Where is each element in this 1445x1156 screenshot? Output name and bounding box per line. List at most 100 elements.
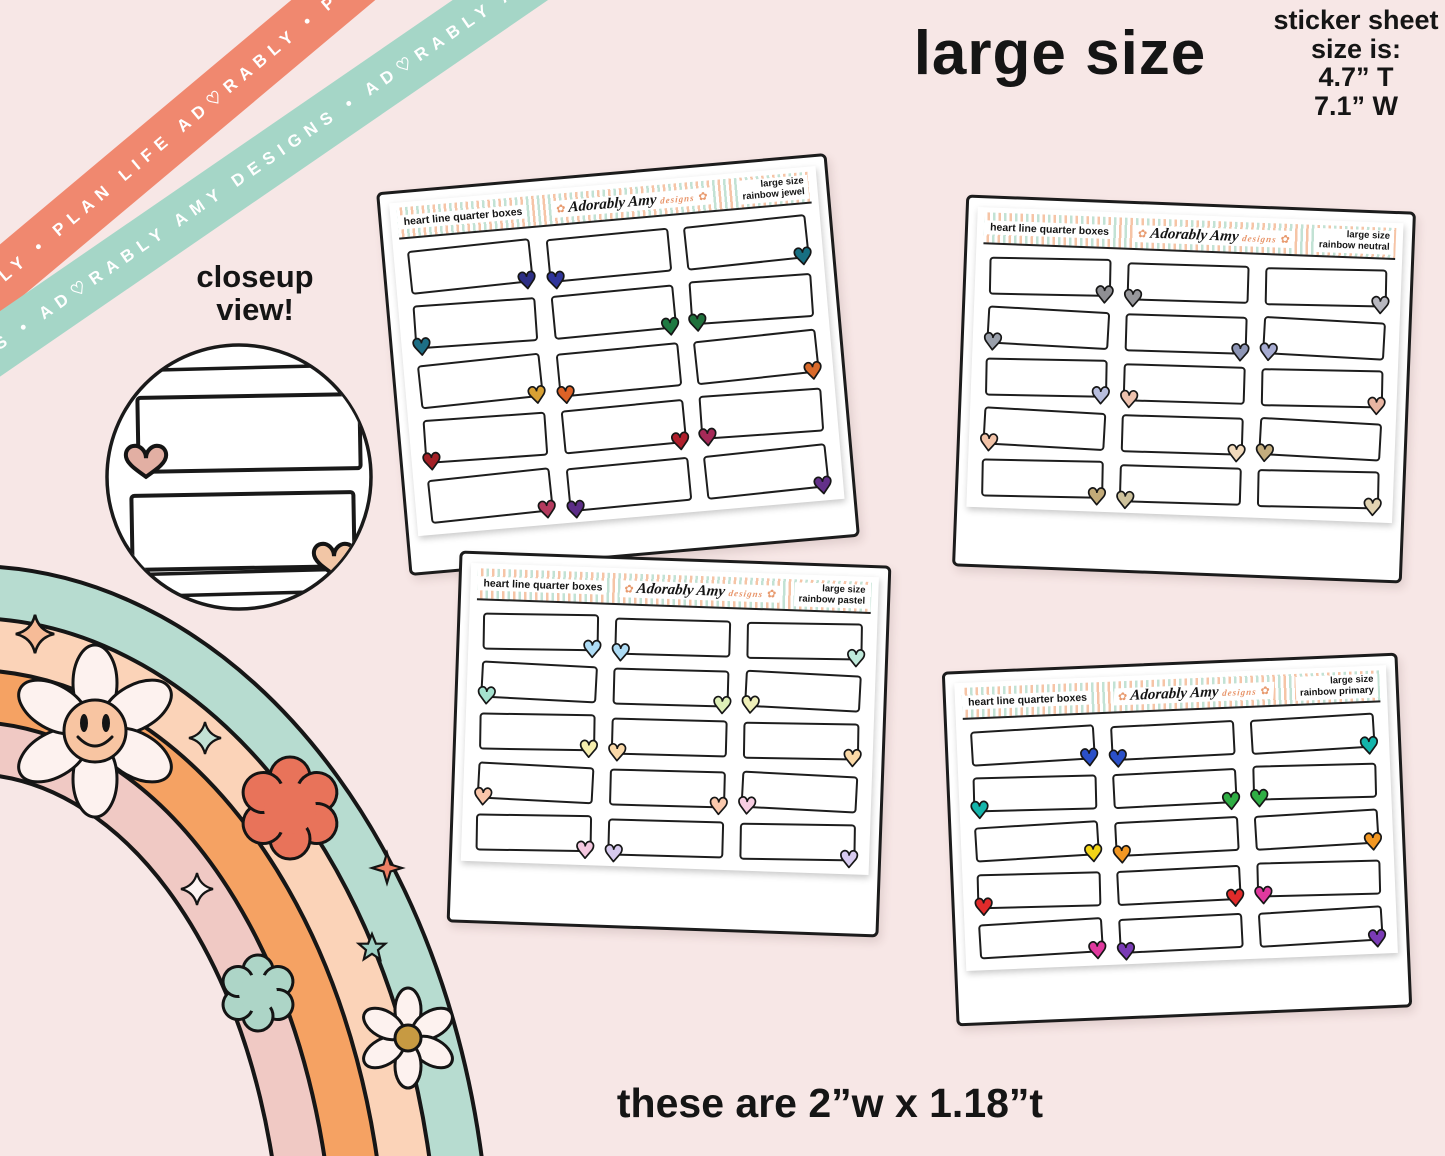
- quarter-box-sticker: ♥: [475, 813, 597, 865]
- quarter-box-sticker: ♥: [1257, 315, 1387, 367]
- quarter-box-sticker: ♥: [969, 724, 1101, 773]
- quarter-box-sticker: ♥: [1252, 859, 1382, 910]
- closeup-heart-1: [123, 443, 169, 480]
- quarter-box-sticker: ♥: [426, 466, 560, 526]
- quarter-box-sticker: ♥: [984, 357, 1112, 411]
- product-title: heart line quarter boxes: [479, 576, 607, 595]
- brand-logo: ✿ Adorably Amy designs ✿: [619, 579, 782, 603]
- heart-icon: ♥: [739, 692, 763, 721]
- quarter-box-sticker: ♥: [606, 717, 728, 768]
- quarter-box-sticker: ♥: [1256, 469, 1384, 522]
- brand-name: Adorably Amy: [568, 191, 658, 216]
- flower-icon: ✿: [623, 581, 635, 596]
- quarter-box-sticker: ♥: [988, 256, 1116, 309]
- quarter-box-sticker: ♥: [683, 213, 816, 273]
- closeup-circle: [105, 343, 373, 611]
- quarter-box-sticker: ♥: [608, 768, 730, 821]
- product-title: heart line quarter boxes: [985, 220, 1114, 240]
- quarter-box-sticker: ♥: [968, 774, 1098, 826]
- size-note-line: sticker sheet: [1273, 5, 1439, 35]
- heart-icon: ♥: [581, 636, 604, 664]
- heart-icon: ♥: [1086, 937, 1110, 966]
- heart-icon: ♥: [543, 267, 568, 297]
- variant-label: large size rainbow pastel: [794, 582, 870, 609]
- quarter-box-sticker: ♥: [543, 227, 672, 297]
- quarter-box-grid: ♥♥♥♥♥♥♥♥♥♥♥♥♥♥♥: [468, 600, 871, 874]
- page-title: large size: [913, 19, 1207, 88]
- sticker-sheet-card: heart line quarter boxes ✿ Adorably Amy …: [941, 652, 1413, 1027]
- quarter-box-sticker: ♥: [703, 442, 836, 501]
- heart-icon: ♥: [801, 357, 826, 387]
- quarter-box-sticker: ♥: [746, 621, 867, 674]
- heart-icon: ♥: [475, 683, 499, 712]
- heart-icon: ♥: [841, 746, 864, 774]
- heart-icon: ♥: [410, 334, 434, 363]
- heart-icon: ♥: [1365, 925, 1389, 954]
- quarter-box-sticker: ♥: [1264, 267, 1392, 320]
- heart-icon: ♥: [696, 425, 720, 454]
- quarter-box-sticker: ♥: [1106, 719, 1236, 774]
- brand-name: Adorably Amy: [1149, 225, 1240, 245]
- quarter-box-sticker: ♥: [693, 328, 826, 387]
- quarter-box-sticker: ♥: [978, 916, 1110, 966]
- quarter-box-sticker: ♥: [1121, 262, 1250, 313]
- heart-icon: ♥: [577, 737, 600, 765]
- flower-icon: ✿: [766, 586, 778, 601]
- quarter-box-sticker: ♥: [475, 660, 598, 711]
- heart-icon: ♥: [1117, 386, 1140, 414]
- quarter-box-sticker: ♥: [739, 822, 860, 874]
- quarter-box-sticker: ♥: [482, 612, 604, 664]
- heart-icon: ♥: [1253, 439, 1277, 468]
- quarter-box-sticker: ♥: [410, 297, 538, 363]
- white-sparkle: [180, 872, 214, 906]
- heart-icon: ♥: [977, 429, 1001, 458]
- heart-icon: ♥: [602, 840, 625, 868]
- sticker-sheet: heart line quarter boxes ✿ Adorably Amy …: [954, 665, 1398, 971]
- quarter-box-sticker: ♥: [686, 273, 815, 339]
- quarter-box-grid: ♥♥♥♥♥♥♥♥♥♥♥♥♥♥♥: [974, 244, 1395, 522]
- coral-star: [368, 849, 406, 887]
- sticker-sheet-card: heart line quarter boxes ✿ Adorably Amy …: [952, 194, 1416, 584]
- heart-icon: ♥: [1257, 338, 1281, 367]
- quarter-box-sticker: ♥: [406, 238, 540, 297]
- quarter-box-sticker: ♥: [742, 722, 864, 774]
- gold-daisy-flower: [362, 986, 454, 1090]
- flower-icon: ✿: [1137, 226, 1149, 240]
- quarter-box-sticker: ♥: [1253, 416, 1383, 468]
- heart-icon: ♥: [1252, 882, 1275, 910]
- variant-label: large size rainbow neutral: [1314, 228, 1395, 255]
- heart-icon: ♥: [1220, 788, 1244, 817]
- heart-icon: ♥: [525, 381, 550, 411]
- quarter-box-grid: ♥♥♥♥♥♥♥♥♥♥♥♥♥♥♥: [399, 204, 836, 526]
- brand-name: Adorably Amy: [1129, 683, 1219, 704]
- closeup-content: [108, 362, 370, 600]
- heart-icon: ♥: [1357, 733, 1381, 762]
- quarter-box-sticker: ♥: [1116, 864, 1247, 913]
- peach-sparkle: [15, 614, 55, 654]
- coral-flower: [241, 755, 339, 861]
- heart-icon: ♥: [1089, 383, 1112, 411]
- heart-icon: ♥: [686, 310, 710, 339]
- size-note-line: 7.1” W: [1313, 90, 1399, 121]
- heart-icon: ♥: [981, 327, 1005, 356]
- heart-icon: ♥: [845, 646, 868, 674]
- product-title: heart line quarter boxes: [963, 690, 1092, 710]
- heart-icon: ♥: [1225, 440, 1248, 468]
- heart-icon: ♥: [1361, 494, 1384, 522]
- teal-flower: [221, 953, 295, 1033]
- quarter-box-sticker: ♥: [735, 770, 859, 821]
- quarter-box-sticker: ♥: [416, 352, 550, 411]
- heart-icon: ♥: [972, 894, 995, 922]
- quarter-box-sticker: ♥: [609, 617, 732, 668]
- sticker-sheet: heart line quarter boxes ✿ Adorably Amy …: [460, 562, 879, 876]
- quarter-box-sticker: ♥: [560, 399, 693, 458]
- heart-icon: ♥: [1078, 744, 1102, 773]
- sticker-sheet-size-note: sticker sheet size is: 4.7” T 7.1” W: [1272, 6, 1440, 120]
- rainbow-decoration: [0, 565, 484, 1156]
- heart-icon: ♥: [968, 798, 991, 826]
- sticker-sheet: heart line quarter boxes ✿ Adorably Amy …: [966, 206, 1404, 524]
- heart-icon: ♥: [1365, 393, 1388, 421]
- quarter-box-sticker: ♥: [739, 669, 862, 721]
- quarter-box-sticker: ♥: [1124, 312, 1252, 367]
- heart-icon: ♥: [420, 449, 444, 478]
